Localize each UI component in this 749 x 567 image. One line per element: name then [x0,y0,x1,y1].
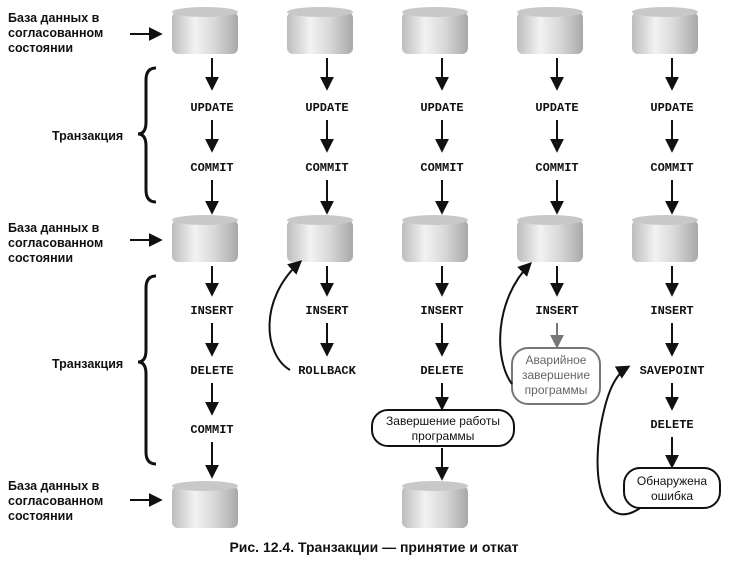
error-found-line1: Обнаружена [637,474,708,488]
abnormal-end-line1: Аварийное [526,353,587,367]
rollback-statement: ROLLBACK [298,364,356,378]
database-cylinder [632,7,698,54]
column-3-top: UPDATE COMMIT [420,58,464,215]
commit-statement: COMMIT [535,161,578,175]
database-cylinder [172,7,238,54]
database-cylinder [402,7,468,54]
update-statement: UPDATE [535,101,578,115]
state-label-2: База данных в согласованном состоянии [8,221,103,265]
database-cylinder [287,7,353,54]
insert-statement: INSERT [535,304,578,318]
state-label-3: База данных в согласованном состоянии [8,479,103,523]
savepoint-statement: SAVEPOINT [640,364,705,378]
state-label-1-line1: База данных в [8,11,100,25]
insert-statement: INSERT [190,304,233,318]
database-cylinder [632,215,698,262]
state-label-1: База данных в согласованном состоянии [8,11,103,55]
commit-statement: COMMIT [190,423,233,437]
rollback-return-arrow [268,260,303,371]
column-4-bottom: INSERT Аварийное завершение программы [499,262,601,405]
column-5-top: UPDATE COMMIT [650,58,694,215]
database-cylinder [517,215,583,262]
delete-statement: DELETE [190,364,233,378]
database-cylinder [517,7,583,54]
insert-statement: INSERT [420,304,463,318]
error-found-line2: ошибка [651,489,693,503]
program-end-line1: Завершение работы [386,414,500,428]
transaction-label-1: Транзакция [52,129,123,143]
delete-statement: DELETE [650,418,693,432]
column-2-bottom: INSERT ROLLBACK [268,260,357,378]
database-cylinder [172,215,238,262]
commit-statement: COMMIT [190,161,233,175]
transaction-label-2: Транзакция [52,357,123,371]
state-label-2-line2: согласованном [8,236,103,250]
state-label-1-line2: согласованном [8,26,103,40]
insert-statement: INSERT [650,304,693,318]
database-cylinder [402,215,468,262]
update-statement: UPDATE [305,101,348,115]
column-4-top: UPDATE COMMIT [535,58,579,215]
commit-statement: COMMIT [650,161,693,175]
program-end-line2: программы [412,429,475,443]
commit-statement: COMMIT [420,161,463,175]
database-cylinder [172,481,238,528]
figure-caption: Рис. 12.4. Транзакции — принятие и откат [229,539,518,555]
rollback-to-savepoint-arrow [596,365,641,516]
abnormal-end-line2: завершение [522,368,590,382]
update-statement: UPDATE [190,101,233,115]
abnormal-end-callout [511,347,601,405]
transaction-brace-2 [137,274,157,466]
column-1-top: UPDATE COMMIT [190,58,234,215]
abnormal-end-line3: программы [525,383,588,397]
transaction-brace-1 [137,66,157,204]
insert-statement: INSERT [305,304,348,318]
column-1-bottom: INSERT DELETE COMMIT [190,266,234,479]
state-label-3-line3: состоянии [8,509,73,523]
program-end-callout [371,409,515,447]
update-statement: UPDATE [420,101,463,115]
abnormal-return-arrow [499,262,532,385]
update-statement: UPDATE [650,101,693,115]
database-cylinder [287,215,353,262]
state-label-1-line3: состоянии [8,41,73,55]
database-cylinder [402,481,468,528]
state-label-3-line1: База данных в [8,479,100,493]
column-5-bottom: INSERT SAVEPOINT DELETE Обнаружена ошибк… [596,266,721,516]
state-label-2-line1: База данных в [8,221,100,235]
column-3-bottom: INSERT DELETE Завершение работы программ… [371,266,515,481]
error-found-callout [623,467,721,509]
state-label-3-line2: согласованном [8,494,103,508]
commit-statement: COMMIT [305,161,348,175]
delete-statement: DELETE [420,364,463,378]
state-label-2-line3: состоянии [8,251,73,265]
column-2-top: UPDATE COMMIT [305,58,349,215]
